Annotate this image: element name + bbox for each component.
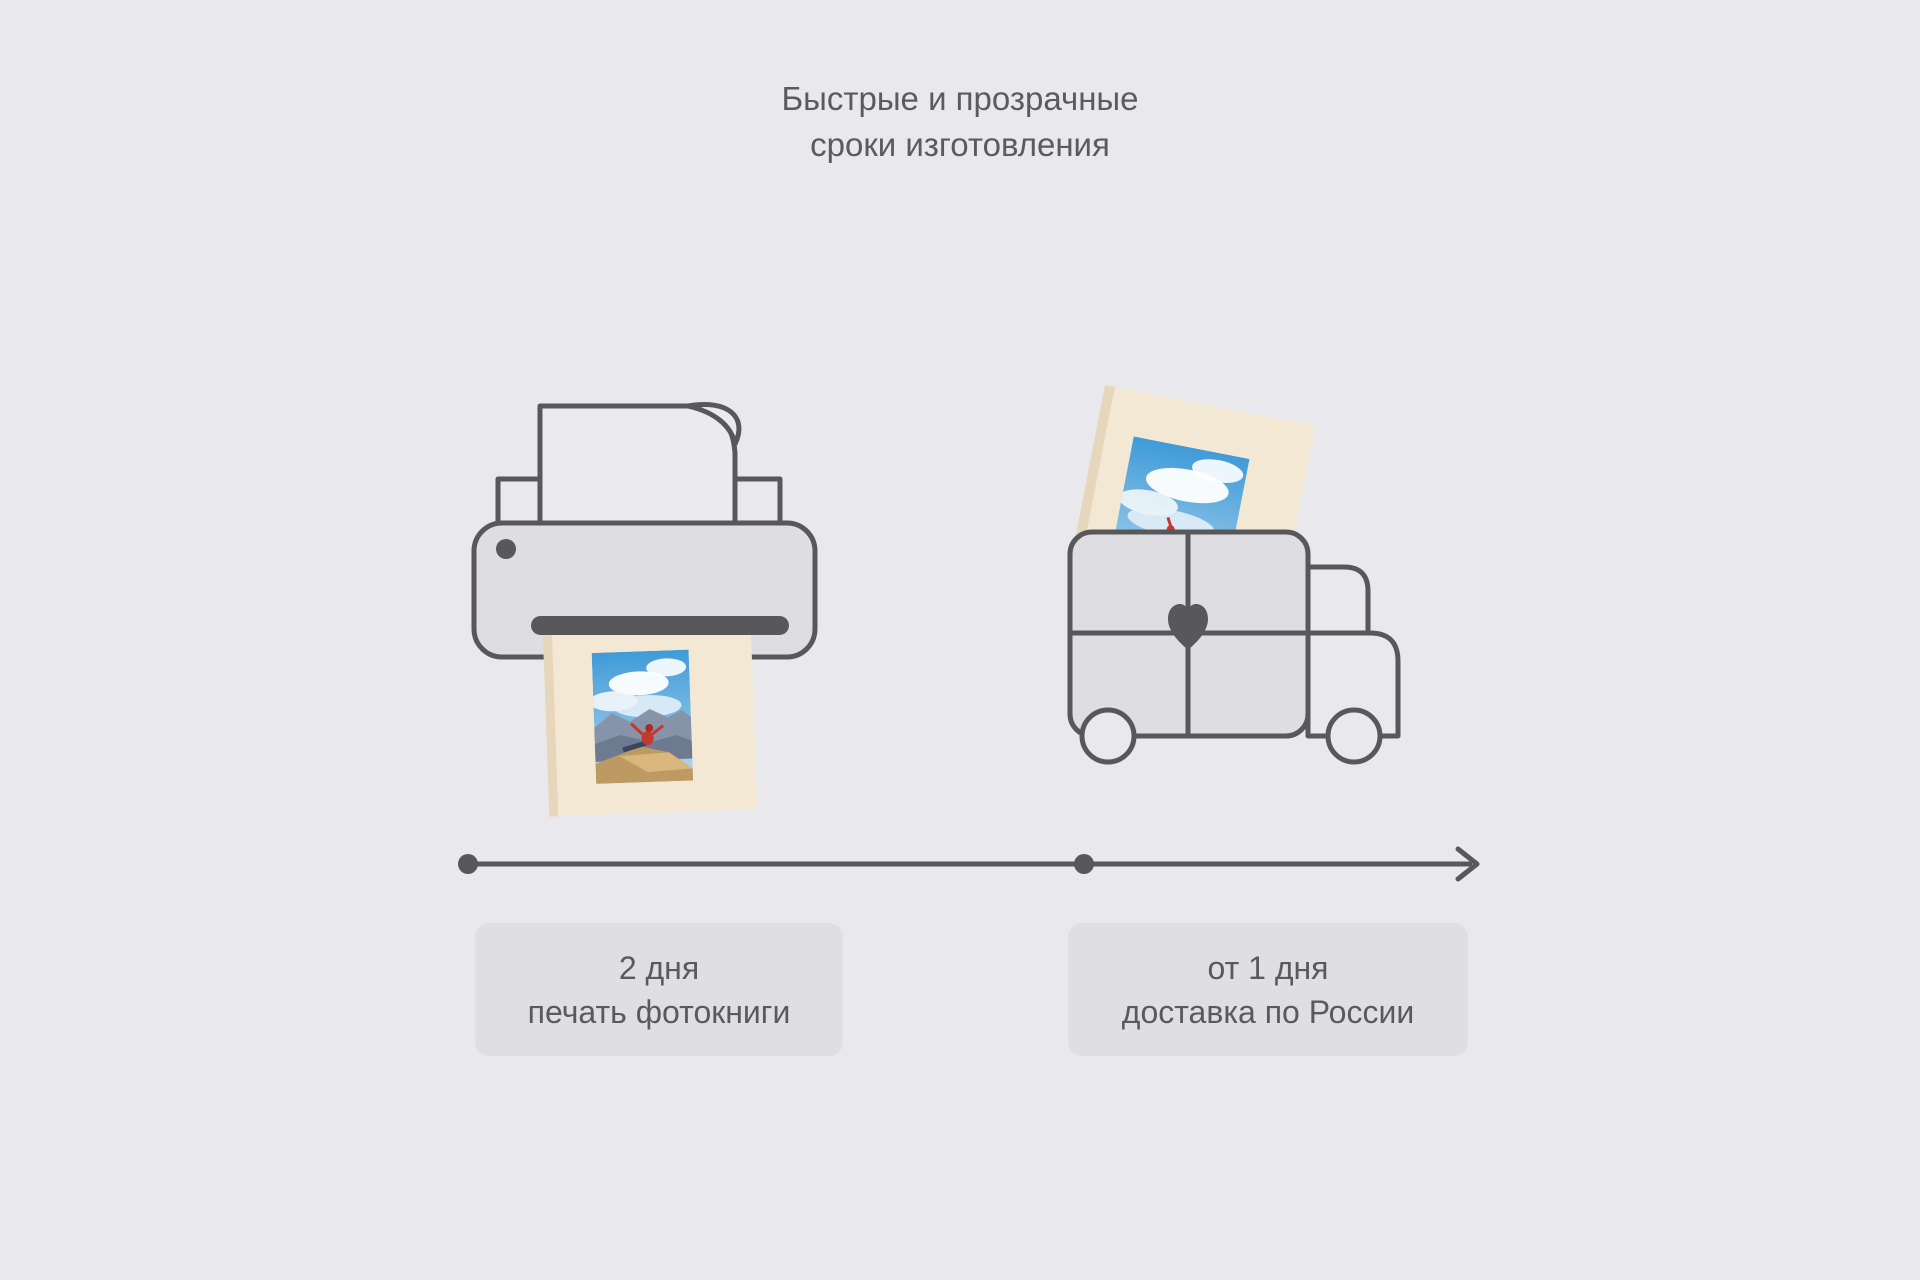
step-description: печать фотокниги [527,993,791,1030]
timeline-dot-start [458,854,478,874]
section-title: Быстрые и прозрачные сроки изготовления [0,76,1920,168]
delivery-truck-icon [1067,529,1401,765]
printer-slot [531,616,789,635]
printer-power-dot [496,539,516,559]
heart-icon [1168,604,1208,650]
photobook-cover-photo [591,649,694,784]
timeline-arrowhead [1455,846,1480,882]
title-line-1: Быстрые и прозрачные [781,80,1139,117]
paper-curl [685,402,742,447]
step-duration: от 1 дня [1207,949,1329,986]
truck-cab-front [1305,630,1401,739]
timeline-arrow-icon [458,846,1480,882]
photobook-printed [542,626,758,817]
photobook-spine [1072,384,1115,554]
truck-cab-window [1305,564,1371,636]
timeline-dot-mid [1074,854,1094,874]
paper-sheet [537,403,738,530]
truck-wheel-right [1325,707,1383,765]
step-duration: 2 дня [618,949,700,986]
title-line-2: сроки изготовления [810,126,1110,163]
truck-wheel-left [1079,707,1137,765]
step-description: доставка по России [1121,993,1415,1030]
step-label-printing: 2 дня печать фотокниги [475,923,843,1056]
photobook-spine [542,633,559,817]
step-label-delivery: от 1 дня доставка по России [1068,923,1468,1056]
